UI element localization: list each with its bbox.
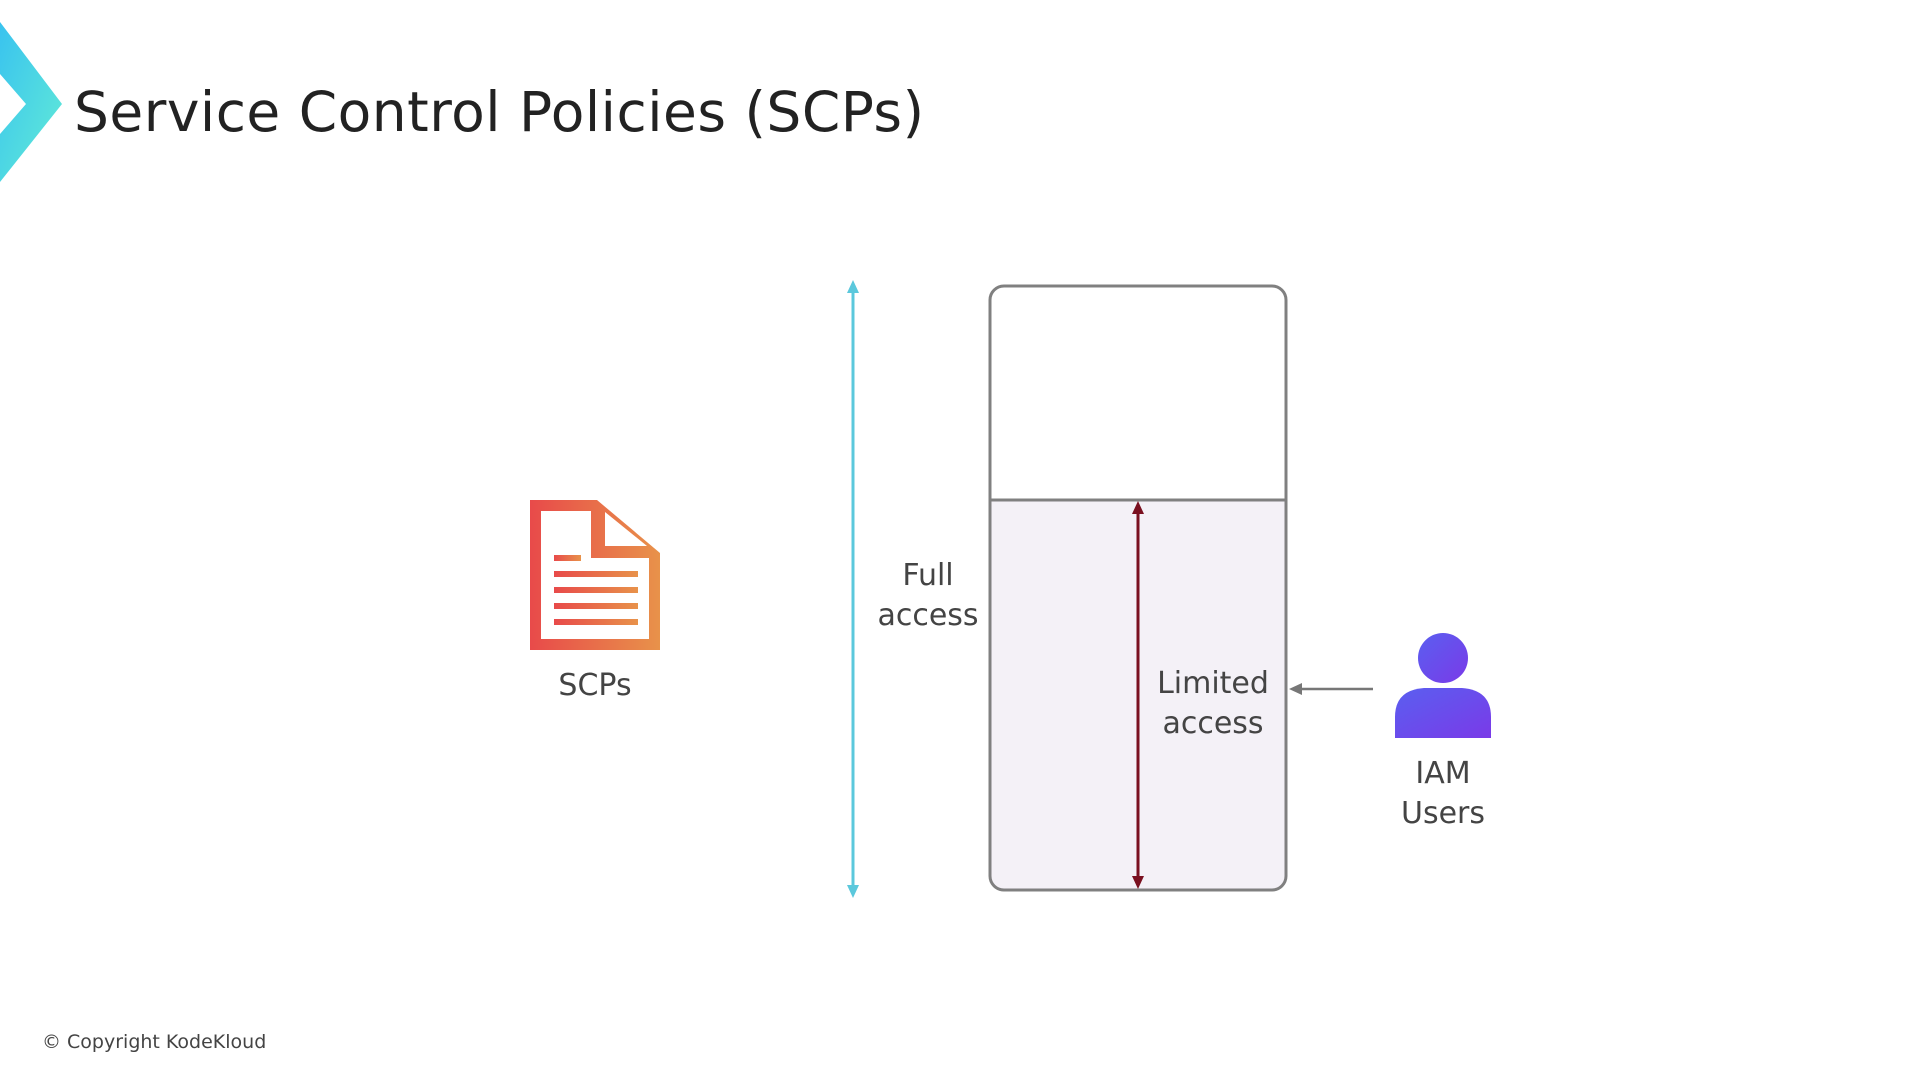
iam-users-arrow (1289, 683, 1373, 695)
user-icon (1395, 633, 1491, 738)
copyright-text: © Copyright KodeKloud (42, 1031, 267, 1053)
scps-label: SCPs (558, 668, 632, 703)
limited-access-label: Limited access (1157, 666, 1269, 741)
document-icon (530, 500, 660, 650)
limited-access-arrow (1132, 501, 1144, 889)
full-access-label: Full access (877, 558, 979, 633)
full-access-arrow (847, 280, 859, 898)
page-title: Service Control Policies (SCPs) (74, 80, 925, 144)
kodekloud-chevron-icon (0, 22, 62, 182)
iam-users-label: IAM Users (1400, 756, 1485, 831)
